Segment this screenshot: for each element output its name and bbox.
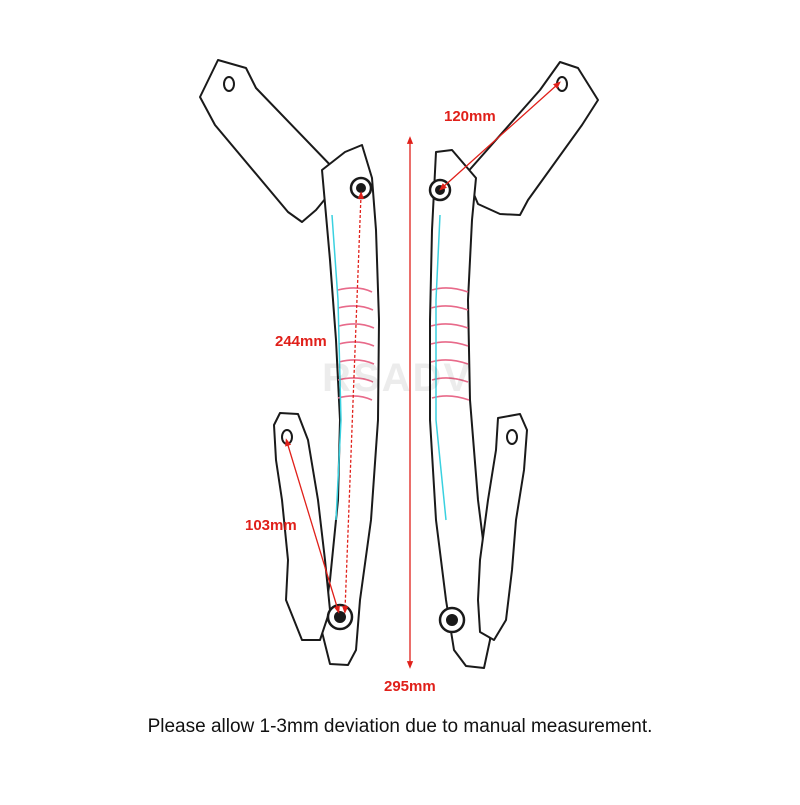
lower-arm-dimension: 103mm: [245, 517, 297, 534]
bolt-icon: [349, 176, 373, 200]
right-main-bar: [429, 149, 491, 669]
measurement-note: Please allow 1-3mm deviation due to manu…: [147, 716, 653, 737]
watermark: RSADV: [322, 356, 473, 400]
upper-arm-dimension: 120mm: [444, 108, 496, 125]
right-upper-hole: [556, 76, 568, 92]
left-upper-hole: [223, 76, 235, 92]
dim-line-103: [285, 438, 340, 614]
dimension-lines: [285, 81, 561, 669]
bolt-icon: [326, 603, 354, 631]
right-lower-arm: [477, 413, 528, 641]
overall-height-dimension: 295mm: [384, 678, 436, 695]
dim-line-120: [439, 81, 561, 191]
right-ribs: [430, 287, 470, 401]
right-upper-wing: [464, 61, 599, 216]
right-lower-hole: [506, 429, 518, 445]
bar-length-dimension: 244mm: [275, 333, 327, 350]
left-lower-hole: [281, 429, 293, 445]
dim-line-244: [342, 191, 364, 614]
left-upper-wing: [199, 59, 336, 223]
bolt-icon: [438, 606, 466, 634]
